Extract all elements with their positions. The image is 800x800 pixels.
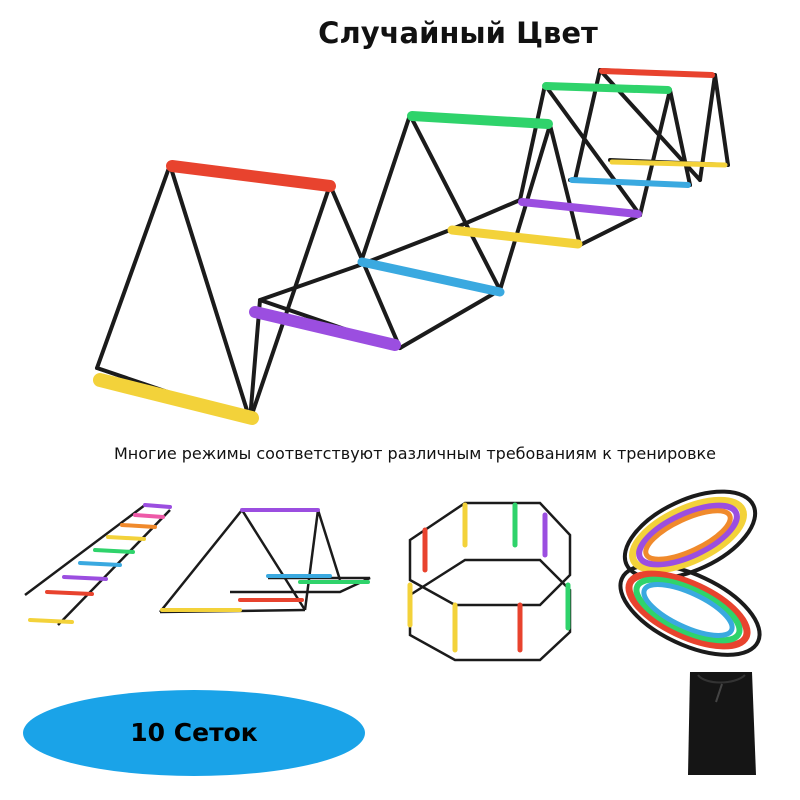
modes-caption: Многие режимы соответствуют различным тр… bbox=[113, 444, 717, 463]
page-title: Случайный Цвет bbox=[318, 16, 598, 50]
grid-count-badge bbox=[23, 690, 365, 776]
grid-count-label: 10 Сеток bbox=[130, 718, 258, 747]
